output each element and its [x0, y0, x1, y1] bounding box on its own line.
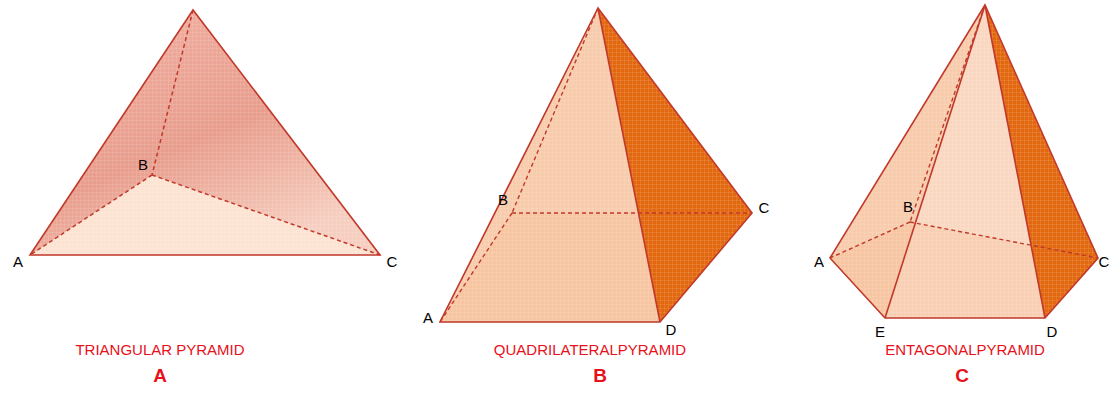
figure-letter: B — [593, 366, 607, 387]
hidden-edges — [30, 10, 380, 255]
vertex-label: D — [1047, 324, 1058, 341]
front-face — [30, 10, 380, 255]
vertex-label: D — [666, 322, 677, 339]
caption: QUADRILATERALPYRAMID — [494, 342, 686, 359]
triangular-pyramid — [30, 10, 380, 255]
vertex-label: C — [759, 200, 770, 217]
vertex-label: B — [138, 157, 148, 174]
vertex-label: A — [814, 254, 824, 271]
outline — [30, 10, 380, 255]
figure-letter: A — [153, 366, 167, 387]
vertex-label: B — [903, 199, 913, 216]
vertex-label: C — [1099, 254, 1110, 271]
vertex-label: B — [498, 192, 508, 209]
outline — [830, 5, 1098, 318]
figure-letter: C — [955, 366, 969, 387]
pentagonal-pyramid — [830, 5, 1098, 318]
hidden-edges — [830, 5, 1098, 258]
vertex-label: A — [13, 254, 23, 271]
grid-texture — [30, 10, 380, 255]
vertex-label: E — [875, 324, 885, 341]
hidden-edges — [440, 8, 752, 322]
grid-texture — [440, 8, 752, 322]
vertex-label: C — [387, 254, 398, 271]
caption: TRIANGULAR PYRAMID — [75, 342, 244, 359]
quadrilateral-pyramid — [440, 8, 752, 322]
grid-texture — [830, 5, 1098, 318]
outline — [440, 8, 752, 322]
caption: ENTAGONALPYRAMID — [885, 342, 1045, 359]
vertex-label: A — [423, 310, 433, 327]
